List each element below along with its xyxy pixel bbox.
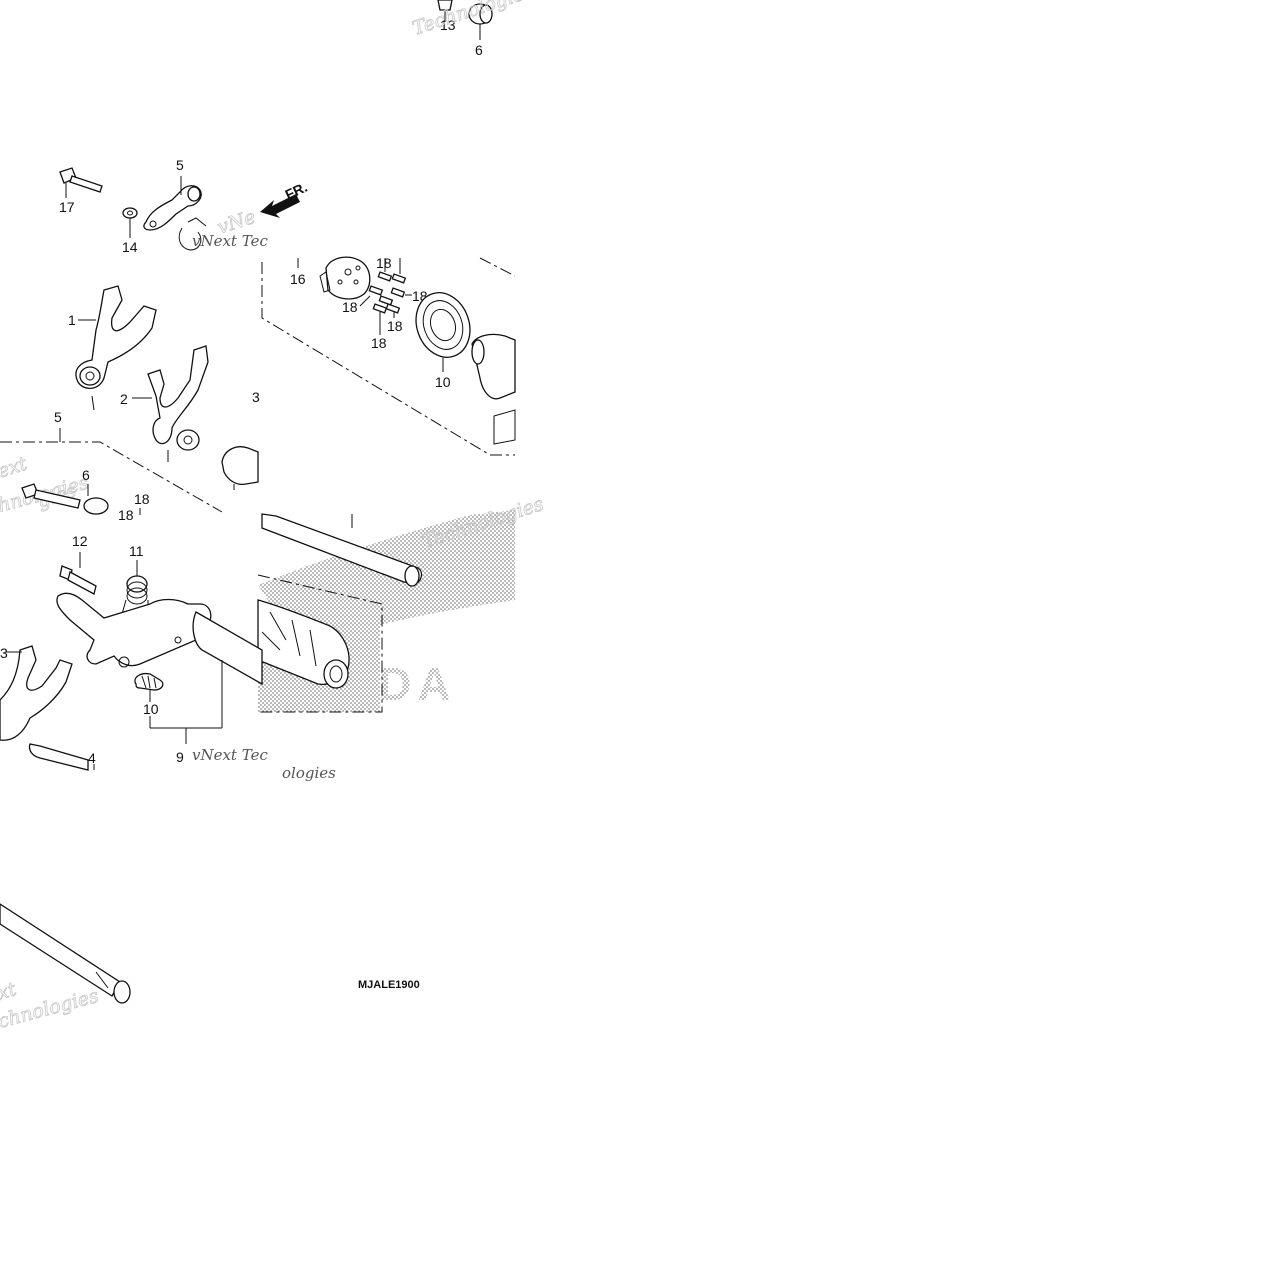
callout-6: 6 [82, 467, 90, 483]
callout-16: 16 [290, 271, 306, 287]
callout-3: 3 [252, 389, 260, 405]
part-3-shift-fork-lower: 3 [0, 645, 73, 741]
part-9-pin: 13 [437, 0, 456, 33]
callout-18: 18 [118, 507, 134, 523]
callout-15: 10 [435, 374, 451, 390]
callout-18: 18 [134, 491, 150, 507]
drum-assembly-frame [261, 257, 516, 456]
front-label: FR. [283, 179, 310, 203]
spindle-assembly-frame: 5 [0, 409, 223, 513]
callout-18: 18 [376, 255, 392, 271]
part-7-stopper-arm: 5 [143, 157, 207, 251]
part-18-pins: 18 18 18 18 18 [342, 255, 428, 351]
callout-10: 9 [176, 749, 184, 765]
part-3-shift-fork-upper: 3 [221, 389, 260, 490]
watermark: xt [0, 978, 19, 1005]
part-2-shift-fork: 2 [120, 345, 209, 462]
part-14-washer: 14 [122, 207, 138, 255]
callout-1: 1 [68, 312, 76, 328]
part-12-spring: 11 [121, 543, 149, 616]
watermark: vNext Tec [192, 746, 268, 764]
callout-18: 18 [387, 318, 403, 334]
part-1-shift-fork: 1 [68, 285, 157, 411]
part-10-gearshift-spindle: 9 [56, 592, 263, 765]
part-4-fork-shaft-lower: 4 [28, 743, 96, 771]
part-13-bolt: 12 [59, 533, 97, 595]
callout-9: 13 [440, 17, 456, 33]
callout-11: 10 [143, 701, 159, 717]
part-17-bolt: 17 [59, 167, 103, 215]
callout-17: 17 [59, 199, 75, 215]
part-11-spring: 10 [134, 672, 164, 728]
callout-2: 2 [120, 391, 128, 407]
callout-7: 5 [176, 157, 184, 173]
watermark: ologies [282, 764, 336, 782]
part-8-collar: 6 [468, 3, 493, 58]
part-4-fork-shaft-upper [261, 513, 423, 587]
front-arrow: FR. [260, 179, 310, 218]
callout-18: 18 [371, 335, 387, 351]
callout-14: 14 [122, 239, 138, 255]
callout-4: 4 [88, 750, 96, 766]
watermark: Technologies [410, 0, 537, 40]
callout-8: 6 [475, 42, 483, 58]
diagram-code: MJALE1900 [358, 979, 420, 991]
part-16-drum-center-plate: 16 [290, 256, 371, 300]
callout-5: 5 [54, 409, 62, 425]
callout-18: 18 [342, 299, 358, 315]
shift-drum [257, 574, 383, 713]
part-6-return-spring: 6 18 18 [21, 467, 150, 523]
watermark: ext [0, 453, 30, 483]
callout-12: 11 [129, 543, 144, 559]
callout-3: 3 [0, 645, 8, 661]
gearshift-spindle-shaft [0, 903, 131, 1004]
shift-drum-end [471, 333, 516, 445]
part-15-bearing: 10 [415, 292, 471, 390]
watermark: vNext Tec [192, 232, 268, 250]
callout-13: 12 [72, 533, 88, 549]
